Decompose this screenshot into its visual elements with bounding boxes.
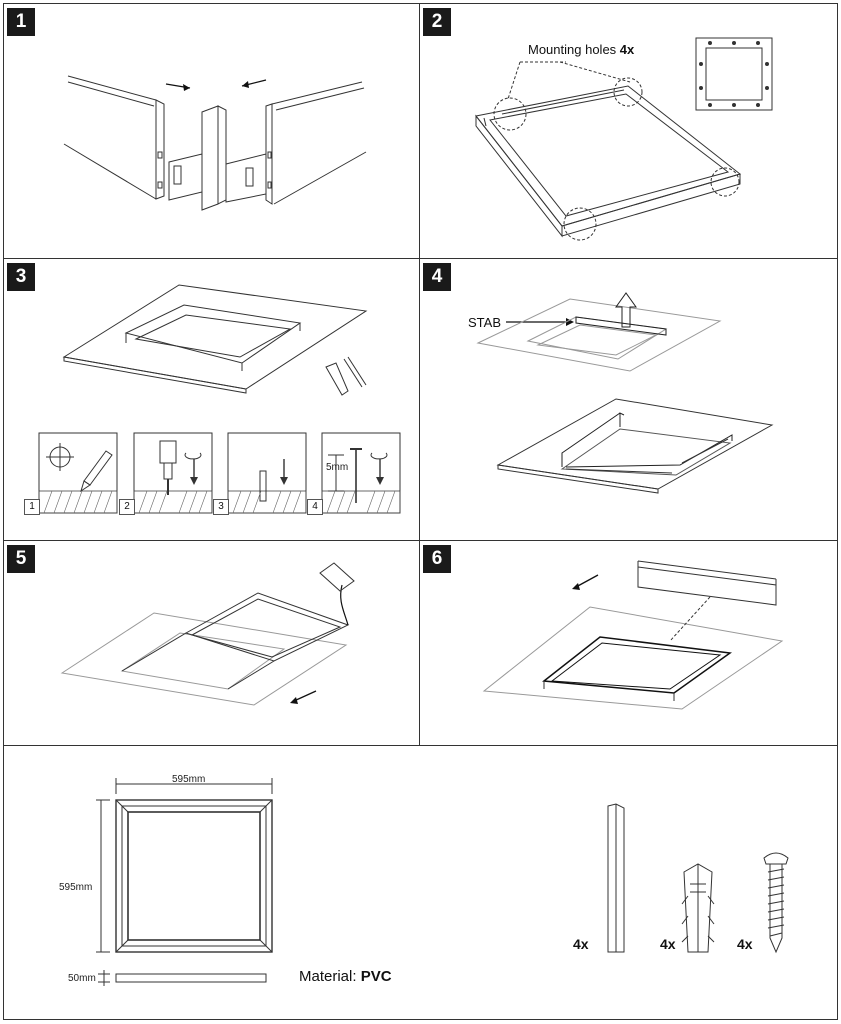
step-6-panel: 6 [420, 541, 838, 746]
dimensions-and-parts-drawing [96, 778, 789, 986]
substep-2-label: 2 [119, 499, 135, 515]
height-dimension-label: 595mm [59, 882, 93, 893]
callout-qty: 4x [619, 42, 635, 57]
step-number-badge: 4 [423, 263, 451, 291]
stab-label: STAB [468, 315, 501, 330]
step-number-badge: 6 [423, 545, 451, 573]
step-number-badge: 1 [7, 8, 35, 36]
frame-corner-assembly-drawing [63, 75, 367, 211]
profile-bar-icon [607, 803, 625, 953]
width-dimension-label: 595mm [172, 774, 206, 785]
substep-1-label: 1 [24, 499, 40, 515]
depth-dimension-label: 50mm [68, 973, 96, 984]
screw-icon [763, 852, 789, 954]
step-number-badge: 5 [7, 545, 35, 573]
material-spec: Material: PVC [299, 968, 392, 985]
wall-plug-qty: 4x [660, 936, 676, 952]
final-profile-drawing [482, 560, 784, 710]
substep-4-label: 4 [307, 499, 323, 515]
specs-panel: 595mm 595mm 50mm Material: PVC [3, 746, 838, 1020]
wall-plug-icon [681, 863, 715, 953]
step-2-panel: 2 Mounting holes 4x [420, 3, 838, 259]
material-label: Material: [299, 968, 357, 985]
step-1-panel: 1 [3, 3, 420, 259]
frame-mounting-holes-drawing [475, 37, 773, 241]
mounting-holes-callout: Mounting holes 4x [528, 42, 634, 57]
ceiling-mount-drawing [38, 284, 401, 514]
drill-depth-label: 5mm [326, 462, 349, 473]
material-value: PVC [360, 968, 392, 985]
stab-removal-drawing [476, 292, 774, 494]
step-3-panel: 3 [3, 259, 420, 541]
screw-qty: 4x [737, 936, 753, 952]
step-4-panel: 4 STAB [420, 259, 838, 541]
callout-text: Mounting holes [528, 42, 617, 57]
step-number-badge: 3 [7, 263, 35, 291]
panel-insertion-drawing [60, 562, 355, 706]
substep-3-label: 3 [213, 499, 229, 515]
step-5-panel: 5 [3, 541, 420, 746]
step-number-badge: 2 [423, 8, 451, 36]
profile-bar-qty: 4x [573, 936, 589, 952]
